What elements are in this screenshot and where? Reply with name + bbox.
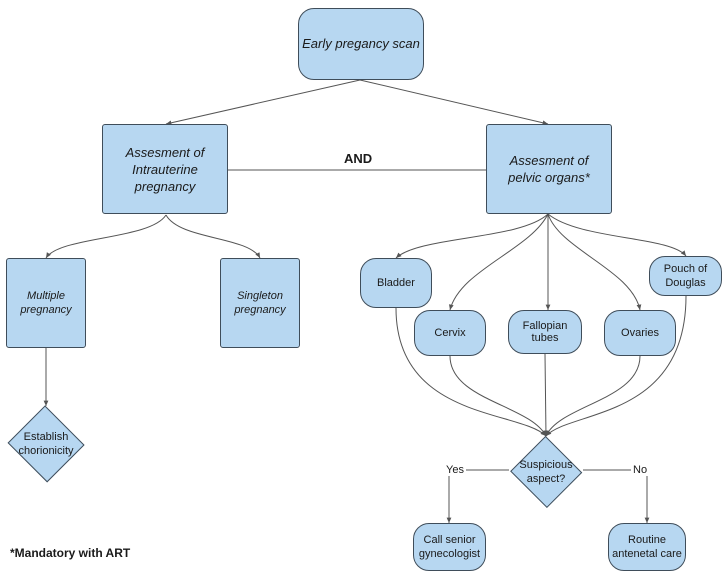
node-call-senior-gynecologist: Call senior gynecologist [413,523,486,571]
edge-intra-singleton [165,214,261,259]
label-no: No [631,464,650,476]
node-ovaries: Ovaries [604,310,676,356]
node-routine-antenatal-care: Routine antenetal care [608,523,686,571]
edge-fallopian-suspicious [543,353,549,437]
node-early-pregnancy-scan: Early pregancy scan [298,8,424,80]
edge-bladder-suspicious [395,307,547,437]
edge-intra-multiple [45,214,167,259]
edge-pelvic-bladder [395,213,549,259]
edge-no [583,469,650,523]
diamond-label: Suspicious aspect? [519,459,573,485]
edge-cervix-suspicious [449,355,547,437]
node-intrauterine-assessment: Assesment of Intrauterine pregnancy [102,124,228,214]
diamond-label: Establish chorionicity [18,431,74,457]
edge-yes [446,469,509,523]
label-and: AND [344,151,373,166]
label-yes: Yes [444,464,466,476]
edge-pouch-suspicious [545,295,687,437]
edge-pelvic-pouch [547,213,687,257]
edge-pelvic-ovaries [547,213,642,311]
edge-ovaries-suspicious [545,355,641,437]
edge-start-pelvic [359,79,549,126]
node-cervix: Cervix [414,310,486,356]
node-suspicious-aspect: Suspicious aspect? [509,435,583,509]
node-bladder: Bladder [360,258,432,308]
node-multiple-pregnancy: Multiple pregnancy [6,258,86,348]
edge-start-intrauterine [165,79,361,126]
node-fallopian-tubes: Fallopian tubes [508,310,582,354]
node-establish-chorionicity: Establish chorionicity [6,405,86,483]
node-singleton-pregnancy: Singleton pregnancy [220,258,300,348]
footnote: *Mandatory with ART [10,546,131,560]
node-pouch-of-douglas: Pouch of Douglas [649,256,722,296]
node-pelvic-assessment: Assesment of pelvic organs* [486,124,612,214]
edge-pelvic-cervix [448,213,549,311]
